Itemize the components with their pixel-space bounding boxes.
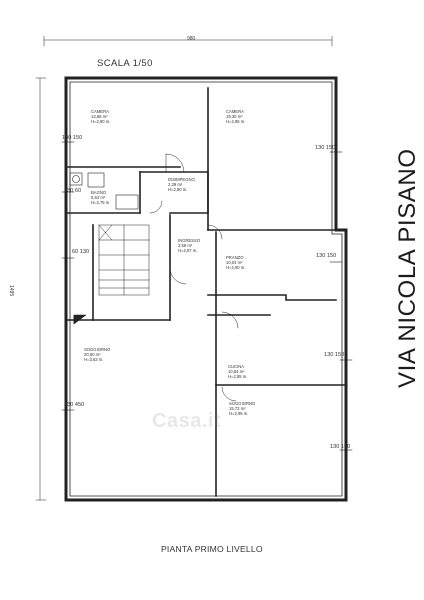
window-label-pranzo: 130 150 xyxy=(316,253,337,259)
dimension-height: 1495 xyxy=(8,285,14,297)
dimension-width: 980 xyxy=(187,36,196,42)
interior-walls xyxy=(65,87,347,497)
window-label-soggiorno: 130 450 xyxy=(64,402,85,408)
scale-label: SCALA 1/50 xyxy=(97,58,153,69)
room-label-soggiorno-2: SOGGIORNO 15,73 m² H=2,95 m. xyxy=(229,401,256,416)
window-markers xyxy=(61,141,353,451)
window-label-soggiorno-2: 130 150 xyxy=(330,444,351,450)
staircase xyxy=(98,224,150,296)
window-label-camera-2: 130 150 xyxy=(315,145,336,151)
exterior-walls xyxy=(64,76,348,502)
window-label-camera-1: 130 150 xyxy=(62,135,83,141)
window-label-bagno: 130 60 xyxy=(64,188,82,194)
radiator-mark xyxy=(73,314,87,325)
room-label-soggiorno-1: SOGGIORNO 20,00 m² H=3,63 m. xyxy=(84,347,111,362)
door-swings xyxy=(149,153,239,402)
window-label-cucina: 130 150 xyxy=(324,352,345,358)
street-name: VIA NICOLA PISANO xyxy=(394,148,421,388)
room-label-pranzo: PRANZO 10,04 m² H=2,90 m. xyxy=(226,255,246,270)
room-label-ingresso: INGRESSO 3,58 m² H=2,87 m. xyxy=(178,238,201,253)
bathroom-fixtures xyxy=(69,172,139,210)
dimension-line-top xyxy=(43,35,333,47)
room-label-disimpegno: DISIMPEGNO 2,39 m² H=2,90 m. xyxy=(168,177,195,192)
room-label-camera-1: CAMERA 13,66 m² H=2,90 m. xyxy=(91,109,111,124)
room-label-bagno: BAGNO 5,54 m² H=2,75 m. xyxy=(91,190,111,205)
window-label-stair: 60 130 xyxy=(72,249,90,255)
room-label-camera-2: CAMERA 19,30 m² H=2,95 m. xyxy=(226,109,246,124)
dimension-line-left xyxy=(35,77,47,501)
watermark: Casa.it xyxy=(152,410,222,432)
floor-title: PIANTA PRIMO LIVELLO xyxy=(161,544,263,554)
exterior-walls-inner xyxy=(69,81,343,497)
room-label-cucina: CUCINA 10,64 m² H=2,85 m. xyxy=(228,364,248,379)
